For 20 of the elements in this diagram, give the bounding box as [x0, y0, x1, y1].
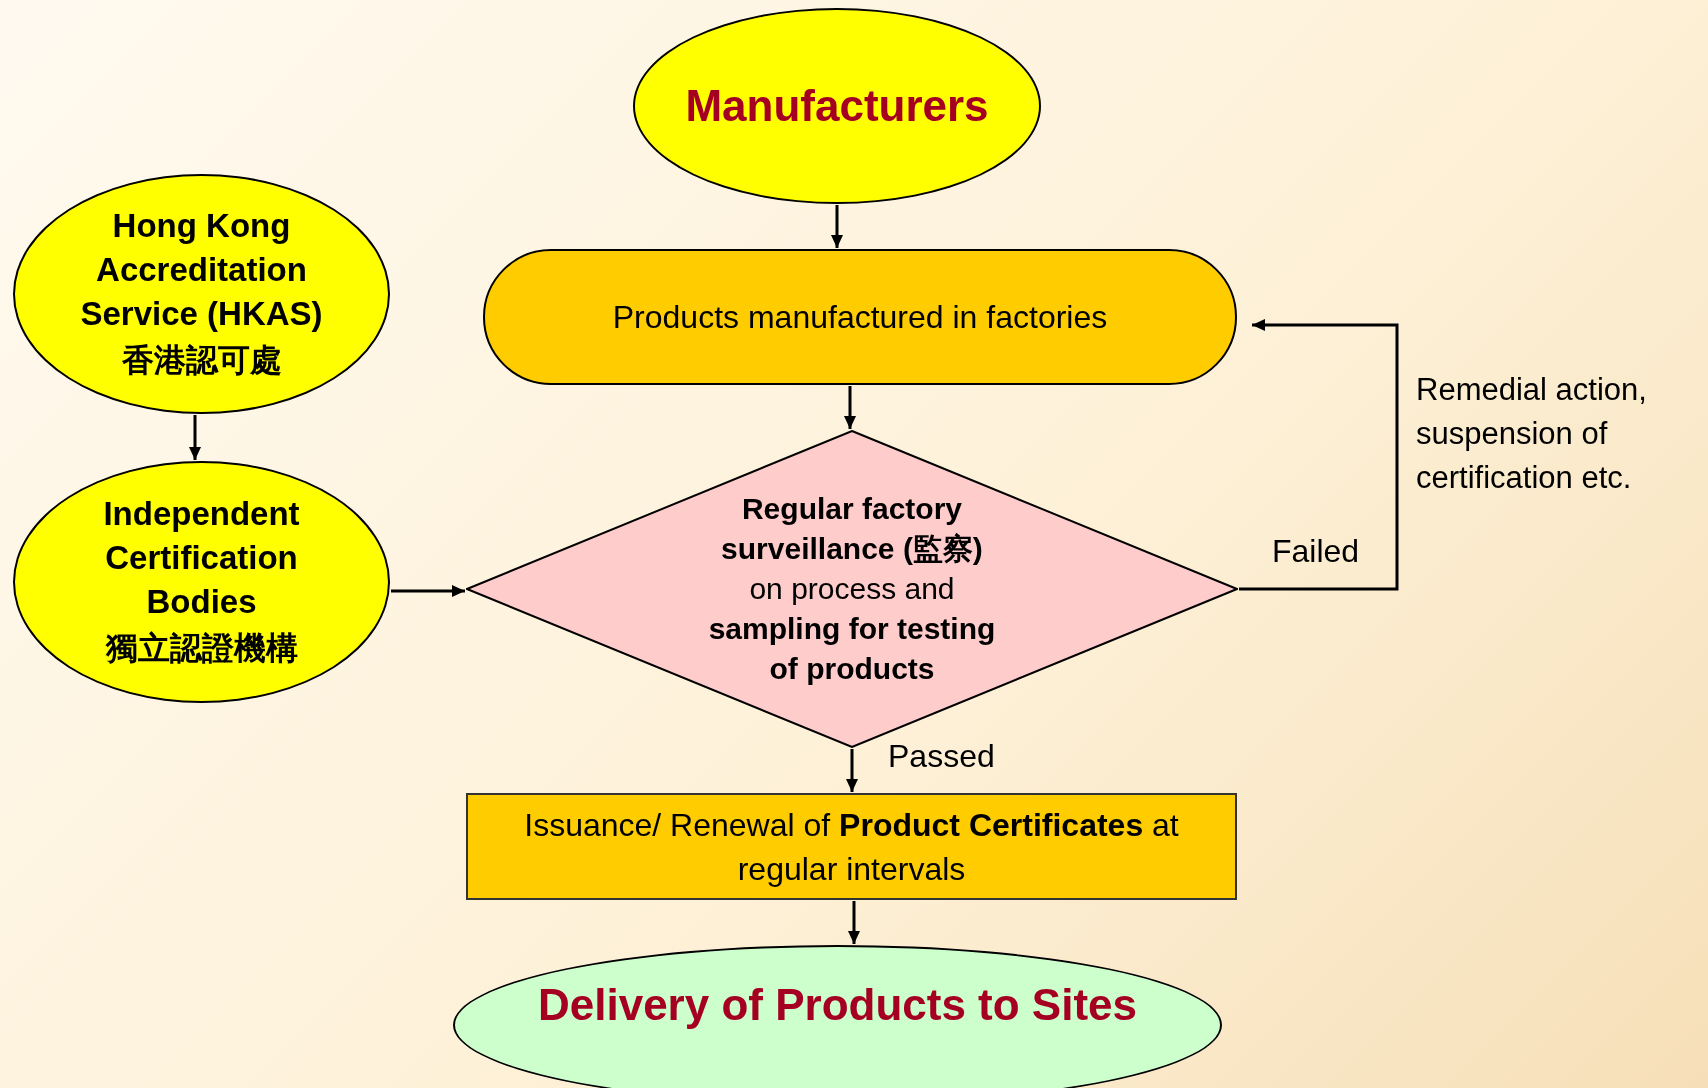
arrow [1239, 319, 1399, 591]
arrow [831, 205, 843, 248]
arrow [848, 901, 860, 944]
edge-label: Passed [888, 738, 995, 775]
node-label: Independent Certification Bodies [102, 494, 301, 622]
node-label: Issuance/ Renewal of Product Certificates at regular intervals [523, 805, 1180, 889]
node-label: Regular factory surveillance (監察) on process and sampling for testing of products [707, 491, 997, 687]
note-text: Remedial action, suspension of certification etc. [1416, 371, 1648, 497]
process-box [466, 793, 1237, 900]
edge-label: Failed [1272, 533, 1360, 570]
node-label: Manufacturers [685, 84, 989, 128]
arrow [846, 749, 858, 792]
arrow [189, 415, 201, 460]
arrow [391, 585, 465, 597]
chinese-label: 獨立認證機構 [105, 628, 298, 669]
arrow [844, 386, 856, 429]
node-label: Products manufactured in factories [612, 298, 1108, 337]
node-label: Delivery of Products to Sites [537, 983, 1138, 1027]
chinese-label: 香港認可處 [121, 340, 282, 381]
node-label: Hong Kong Accreditation Service (HKAS) [79, 206, 324, 334]
